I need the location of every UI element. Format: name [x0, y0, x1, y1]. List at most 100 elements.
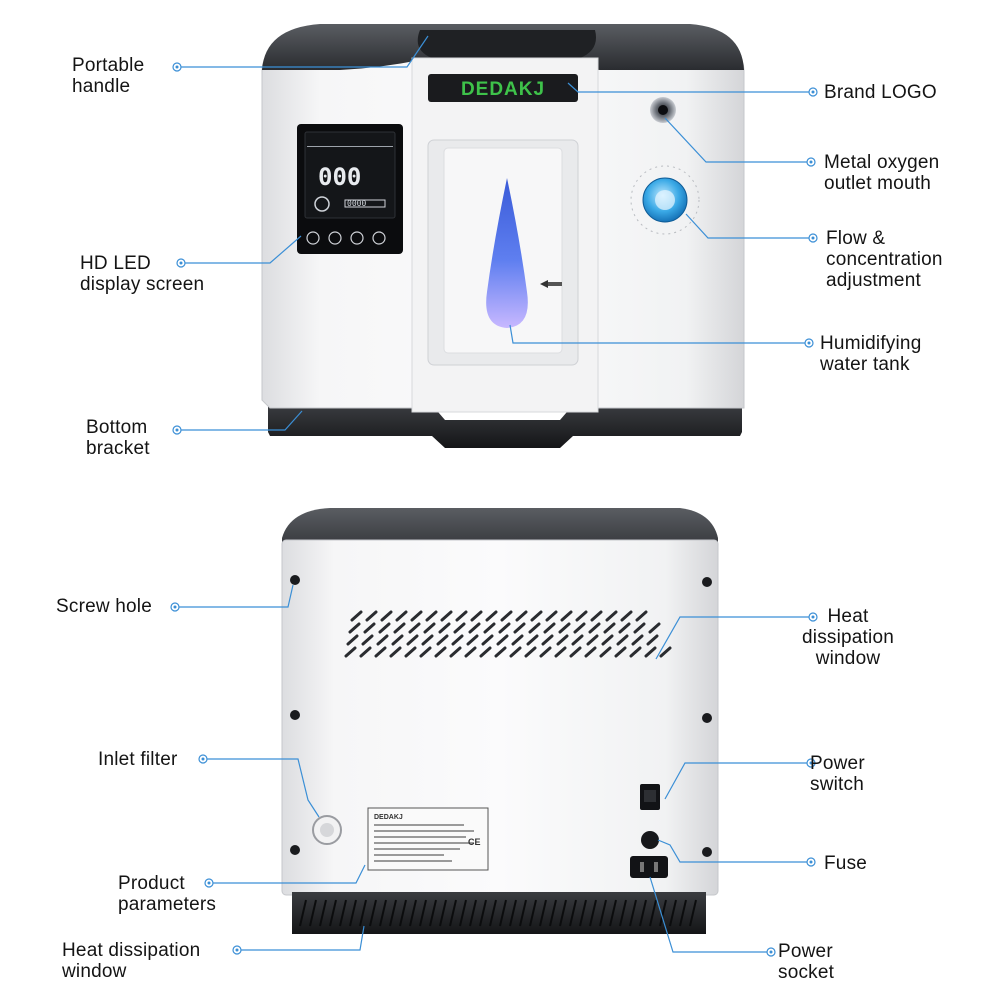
screw-hole — [290, 845, 300, 855]
vent-slot — [599, 646, 612, 658]
label-inlet-filter: Inlet filter — [98, 749, 178, 770]
base-vent-slot — [379, 899, 387, 927]
vent-slot — [378, 622, 391, 634]
vent-slot — [440, 610, 453, 622]
front-unit — [261, 24, 745, 448]
label-screw-hole: Screw hole — [56, 596, 152, 617]
vent-slot — [558, 622, 571, 634]
vent-slot — [614, 646, 627, 658]
vent-slot — [421, 634, 434, 646]
portable-handle-shape — [417, 30, 596, 58]
vent-slot — [393, 622, 406, 634]
vent-slot — [359, 646, 372, 658]
vent-slot — [560, 610, 573, 622]
callout-line-brand-logo — [567, 82, 810, 93]
label-bottom-bracket: Bottom bracket — [86, 417, 150, 459]
base-vent-slot — [539, 899, 547, 927]
base-vent-slot — [499, 899, 507, 927]
rear-unit — [281, 508, 719, 934]
base-vent-slot — [469, 899, 477, 927]
callout-line-water-tank — [509, 324, 806, 344]
callout-line-screw-hole — [178, 584, 294, 608]
base-vent-slot — [609, 899, 617, 927]
base-vent-slot — [629, 899, 637, 927]
base-vent-slot — [429, 899, 437, 927]
vent-slot — [453, 622, 466, 634]
vent-slot — [470, 610, 483, 622]
vent-slot — [631, 634, 644, 646]
vent-slot — [618, 622, 631, 634]
vent-slot — [455, 610, 468, 622]
base-vent-slot — [509, 899, 517, 927]
product-parameters-sticker — [367, 807, 489, 871]
vent-slot — [601, 634, 614, 646]
base-vent-slot — [619, 899, 627, 927]
vent-slot — [554, 646, 567, 658]
display-small-digits: 0000 — [347, 199, 366, 208]
fuse — [641, 831, 659, 849]
vent-slot — [543, 622, 556, 634]
callout-line-power-switch — [664, 762, 808, 800]
display-digits: 000 — [318, 163, 361, 191]
flow-dial-ring — [630, 165, 700, 235]
vent-slot — [644, 646, 657, 658]
screw-hole — [702, 713, 712, 723]
vent-slot — [629, 646, 642, 658]
vent-slot — [423, 622, 436, 634]
base-vent-slot — [359, 899, 367, 927]
vent-slot — [500, 610, 513, 622]
water-drop — [486, 178, 528, 328]
base-vent-slot — [549, 899, 557, 927]
vent-slot — [648, 622, 661, 634]
label-heat-window-bottom: Heat dissipation window — [62, 940, 201, 982]
logo-plate — [428, 74, 578, 102]
vent-slot — [605, 610, 618, 622]
vent-slot — [556, 634, 569, 646]
callout-line-heat-right — [655, 616, 810, 660]
rear-sticker-brand: DEDAKJ — [374, 814, 403, 821]
vent-slot — [659, 646, 672, 658]
vent-slot — [350, 610, 363, 622]
vent-slot — [569, 646, 582, 658]
base-vent-slot — [389, 899, 397, 927]
vent-slot — [436, 634, 449, 646]
vent-slot — [449, 646, 462, 658]
base-vent-slot — [529, 899, 537, 927]
callout-line-fuse — [657, 839, 808, 863]
bottom-vent-grille — [299, 899, 697, 927]
vent-slot — [344, 646, 357, 658]
base-vent-slot — [329, 899, 337, 927]
vent-slot — [485, 610, 498, 622]
label-flow-adjustment: Flow & concentration adjustment — [826, 228, 943, 291]
vent-slot — [479, 646, 492, 658]
screw-hole — [702, 847, 712, 857]
vent-slot — [494, 646, 507, 658]
base-vent-slot — [299, 899, 307, 927]
label-power-switch: Power switch — [810, 753, 865, 795]
label-metal-oxygen-outlet: Metal oxygen outlet mouth — [824, 152, 940, 194]
vent-slot — [434, 646, 447, 658]
base-vent-slot — [489, 899, 497, 927]
vent-slot — [408, 622, 421, 634]
vent-slot — [404, 646, 417, 658]
base-vent-slot — [669, 899, 677, 927]
brand-logo-text: DEDAKJ — [461, 79, 545, 100]
screw-hole — [702, 577, 712, 587]
base-vent-slot — [639, 899, 647, 927]
vent-slot — [496, 634, 509, 646]
ce-mark: CE — [468, 837, 481, 847]
vent-slot — [346, 634, 359, 646]
vent-slot — [395, 610, 408, 622]
base-vent-slot — [459, 899, 467, 927]
label-portable-handle: Portable handle — [72, 55, 145, 97]
label-brand-logo: Brand LOGO — [824, 82, 937, 103]
callout-line-product-params — [212, 864, 366, 884]
vent-slot — [365, 610, 378, 622]
vent-slot — [616, 634, 629, 646]
label-fuse: Fuse — [824, 853, 868, 874]
base-vent-slot — [579, 899, 587, 927]
label-power-socket: Power socket — [778, 941, 835, 983]
vent-slot — [513, 622, 526, 634]
vent-slot — [588, 622, 601, 634]
